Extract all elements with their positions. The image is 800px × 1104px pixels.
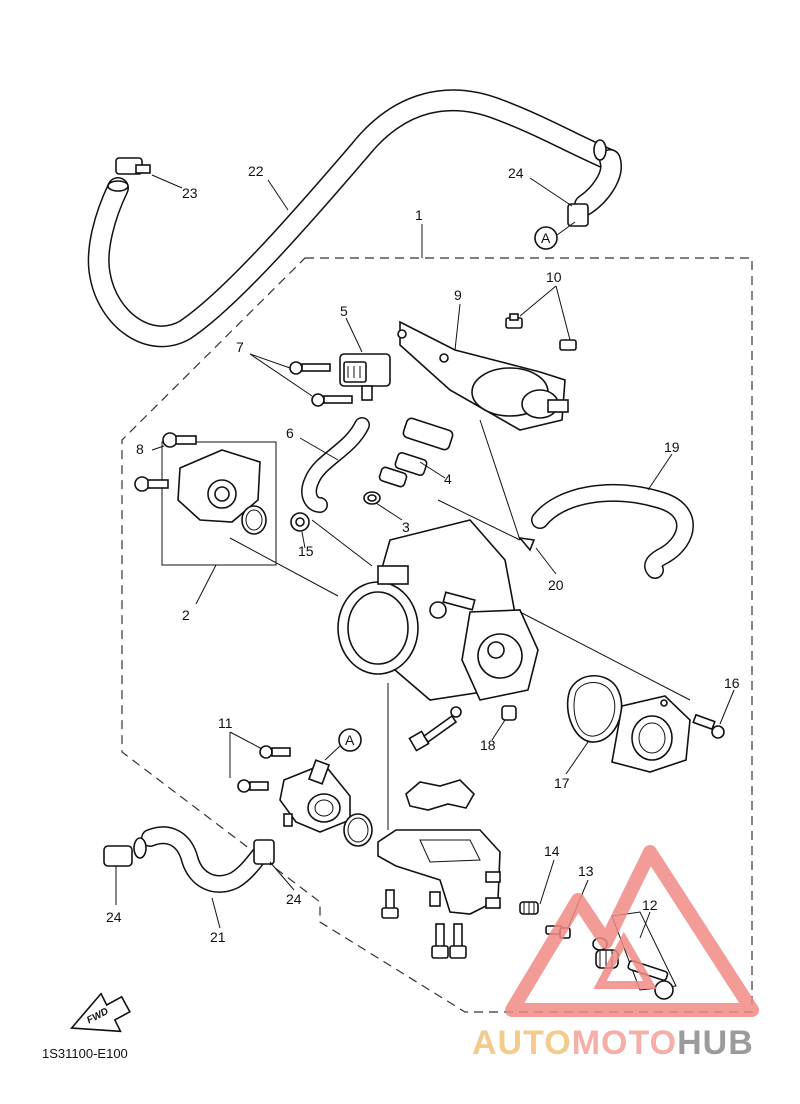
callout-9: 9 [454, 287, 462, 303]
throttle-body [337, 519, 539, 701]
callout-2: 2 [182, 607, 190, 623]
assembly-boundary [121, 257, 753, 1013]
screw-lower [381, 889, 467, 959]
screw-16 [692, 713, 725, 739]
callout-17: 17 [554, 775, 570, 791]
ref-marker-a-top [534, 221, 576, 250]
nut-15 [290, 512, 310, 532]
callout-24-right: 24 [286, 891, 302, 907]
callout-1: 1 [415, 207, 423, 223]
sensor-group-2 [161, 441, 277, 566]
clamp-24-left [103, 845, 133, 867]
watermark-auto: AUTO [472, 1024, 572, 1062]
callout-3: 3 [402, 519, 410, 535]
o-ring [343, 813, 373, 847]
watermark-moto: MOTO [572, 1024, 677, 1062]
callout-19: 19 [664, 439, 680, 455]
diagram-code: 1S31100-E100 [42, 1046, 128, 1061]
watermark-logo: AUTOMOTOHUB [472, 845, 759, 1062]
hose-19 [531, 483, 694, 579]
clamp-23 [115, 157, 151, 175]
callout-5: 5 [340, 303, 348, 319]
callout-18: 18 [480, 737, 496, 753]
callout-11: 11 [218, 715, 233, 731]
svg-text:AUTOMOTOHUB: AUTOMOTOHUB [472, 1024, 754, 1062]
callout-12: 12 [642, 897, 658, 913]
callout-23: 23 [182, 185, 198, 201]
gasket-17 [566, 675, 623, 743]
callout-14: 14 [544, 843, 560, 859]
fwd-arrow: FWD [69, 992, 131, 1033]
callout-16: 16 [724, 675, 740, 691]
callout-24-top: 24 [508, 165, 524, 181]
bolt-18 [501, 705, 517, 721]
callout-24-left: 24 [106, 909, 122, 925]
screw-10 [505, 285, 577, 351]
breather-hose-22 [87, 89, 622, 348]
watermark-triangle-icon [505, 845, 759, 1017]
lower-body [377, 829, 501, 915]
callout-20: 20 [548, 577, 564, 593]
clamp-24-right [253, 839, 275, 865]
screw-7 [249, 353, 353, 407]
watermark-hub: HUB [677, 1024, 754, 1062]
callout-8: 8 [136, 441, 144, 457]
hose-6 [301, 417, 370, 513]
fuel-injector-4 [378, 417, 454, 488]
callout-7: 7 [236, 339, 244, 355]
clip-20 [518, 536, 536, 552]
sensor-connector-5 [339, 353, 391, 401]
callout-21: 21 [210, 929, 226, 945]
hose-21 [133, 826, 273, 893]
cover-16 [611, 695, 691, 773]
ref-marker-a-top-text: A [541, 230, 551, 246]
screw-11 [229, 731, 291, 793]
callout-10: 10 [546, 269, 562, 285]
callout-6: 6 [286, 425, 294, 441]
bolt-lower [408, 706, 462, 752]
callout-13: 13 [578, 863, 594, 879]
screw-8 [134, 432, 197, 492]
seal-3 [363, 491, 381, 505]
fuel-rail [471, 367, 569, 419]
ref-marker-a-lower-text: A [345, 732, 355, 748]
clamp-24-top [567, 203, 589, 227]
callout-15: 15 [298, 543, 314, 559]
callout-22: 22 [248, 163, 264, 179]
spring-14 [519, 901, 539, 915]
ref-marker-a-lower [324, 728, 362, 761]
callout-4: 4 [444, 471, 452, 487]
gasket [405, 779, 475, 811]
joint-with-a [279, 759, 351, 833]
